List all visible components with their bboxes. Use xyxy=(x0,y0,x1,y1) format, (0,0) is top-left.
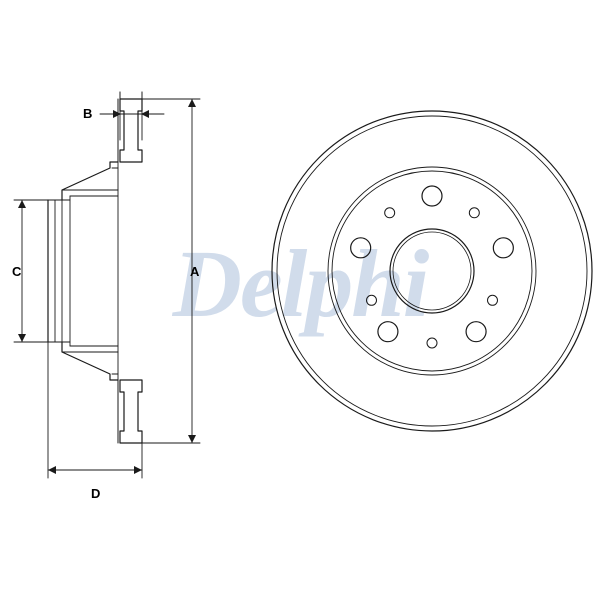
bolt-hole xyxy=(492,237,514,259)
dimension-label-a: A xyxy=(190,264,200,279)
section-upper-vane-detail xyxy=(119,98,143,163)
bolt-hole xyxy=(421,185,443,207)
dim-b-arrow-left xyxy=(113,110,121,118)
dim-d-arrow-right xyxy=(134,466,142,474)
bolt-hole xyxy=(465,321,487,343)
hat-outer-edge xyxy=(331,170,533,372)
dim-d-arrow-left xyxy=(48,466,56,474)
small-hole xyxy=(426,337,438,349)
small-hole xyxy=(366,294,377,306)
cross-section-view-group xyxy=(47,98,143,444)
section-hat-upper-profile xyxy=(61,161,119,201)
disc-outer-edge xyxy=(271,110,593,432)
disc-outer-chamfer xyxy=(276,115,588,427)
bolt-hole xyxy=(350,237,372,259)
small-hole xyxy=(384,207,396,219)
hub-bore xyxy=(389,228,475,314)
small-hole xyxy=(468,207,480,219)
bolt-holes-group xyxy=(350,185,514,343)
face-view-group xyxy=(271,110,593,432)
dim-a-arrow-top xyxy=(188,99,196,107)
dim-a-arrow-bottom xyxy=(188,435,196,443)
bolt-hole xyxy=(377,321,399,343)
section-lower-vane-detail xyxy=(119,379,143,444)
dim-c-arrow-bottom xyxy=(18,334,26,342)
dimension-lines-group xyxy=(13,91,201,479)
section-hat-lower-profile xyxy=(61,341,119,381)
dim-b-arrow-right xyxy=(141,110,149,118)
small-hole xyxy=(487,294,498,306)
dimension-label-c: C xyxy=(12,264,22,279)
dimension-label-d: D xyxy=(91,486,101,501)
small-holes-group xyxy=(366,207,498,349)
friction-ring-inner-edge xyxy=(327,166,537,376)
dimension-label-b: B xyxy=(83,106,93,121)
hub-bore-chamfer xyxy=(392,231,472,311)
dim-c-arrow-top xyxy=(18,200,26,208)
